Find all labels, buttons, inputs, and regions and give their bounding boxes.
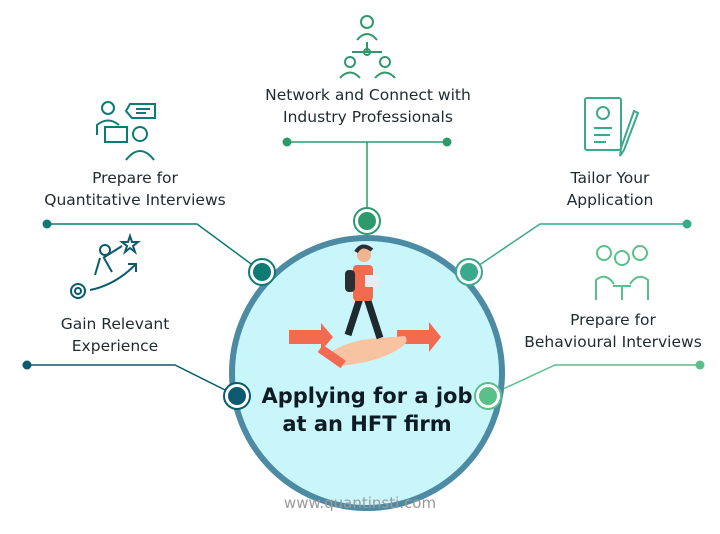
node-tailor [455, 258, 483, 286]
emotions-meeting-icon [595, 245, 649, 300]
node-network [353, 207, 381, 235]
resume-edit-icon [584, 97, 640, 157]
growth-climb-icon [70, 232, 141, 299]
connector-quant [47, 223, 263, 273]
connector-behavioural [487, 364, 700, 397]
connector-tailor [468, 223, 687, 273]
connector-experience [27, 364, 238, 397]
walking-person-on-hand-illustration [289, 244, 441, 369]
footer-url: www.quantinsti.com [283, 494, 437, 512]
interview-icon [96, 101, 156, 161]
end-dots [22, 137, 705, 370]
node-quant [248, 258, 276, 286]
node-behavioural [474, 382, 502, 410]
node-experience [223, 382, 251, 410]
network-people-icon [339, 15, 396, 79]
center-circle [229, 235, 505, 511]
